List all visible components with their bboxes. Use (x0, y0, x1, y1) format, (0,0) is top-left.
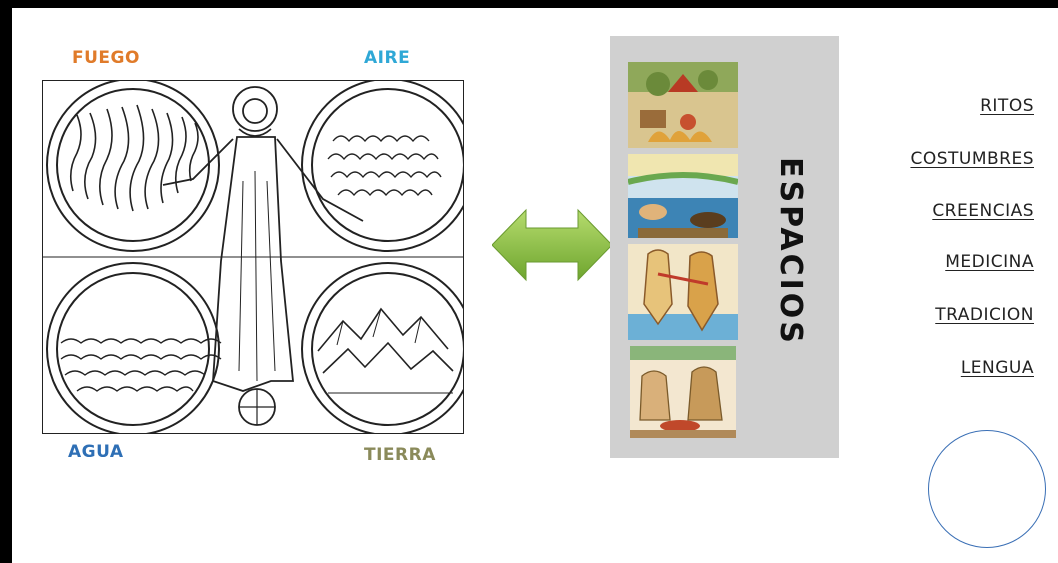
label-fuego: FUEGO (72, 48, 140, 68)
espacios-panel: ESPACIOS (610, 36, 839, 458)
label-tierra: TIERRA (364, 445, 436, 465)
four-elements-woodcut (42, 80, 464, 434)
central-figure (162, 86, 364, 426)
water-waves (60, 338, 222, 392)
woodcut-drawing (43, 81, 463, 433)
label-agua: AGUA (68, 442, 124, 462)
air-clouds (327, 135, 442, 197)
thumbnail-gathering (630, 346, 736, 438)
link-medicina[interactable]: MEDICINA (945, 252, 1034, 272)
link-lengua[interactable]: LENGUA (960, 358, 1034, 378)
thumbnail-landscape (628, 154, 738, 238)
label-aire: AIRE (364, 48, 411, 68)
link-costumbres[interactable]: COSTUMBRES (910, 149, 1034, 169)
link-tradicion[interactable]: TRADICION (935, 305, 1034, 325)
link-ritos[interactable]: RITOS (980, 96, 1034, 116)
espacios-title: ESPACIOS (772, 156, 808, 346)
link-creencias[interactable]: CREENCIAS (932, 201, 1034, 221)
circle-shape (928, 430, 1046, 548)
double-arrow-icon (491, 208, 613, 286)
thumbnail-rituals (628, 62, 738, 148)
fire-flames (69, 104, 199, 212)
thumbnail-figures (628, 244, 738, 340)
earth-mountains (317, 307, 454, 394)
slide: FUEGO AIRE AGUA TIERRA (12, 8, 1058, 563)
